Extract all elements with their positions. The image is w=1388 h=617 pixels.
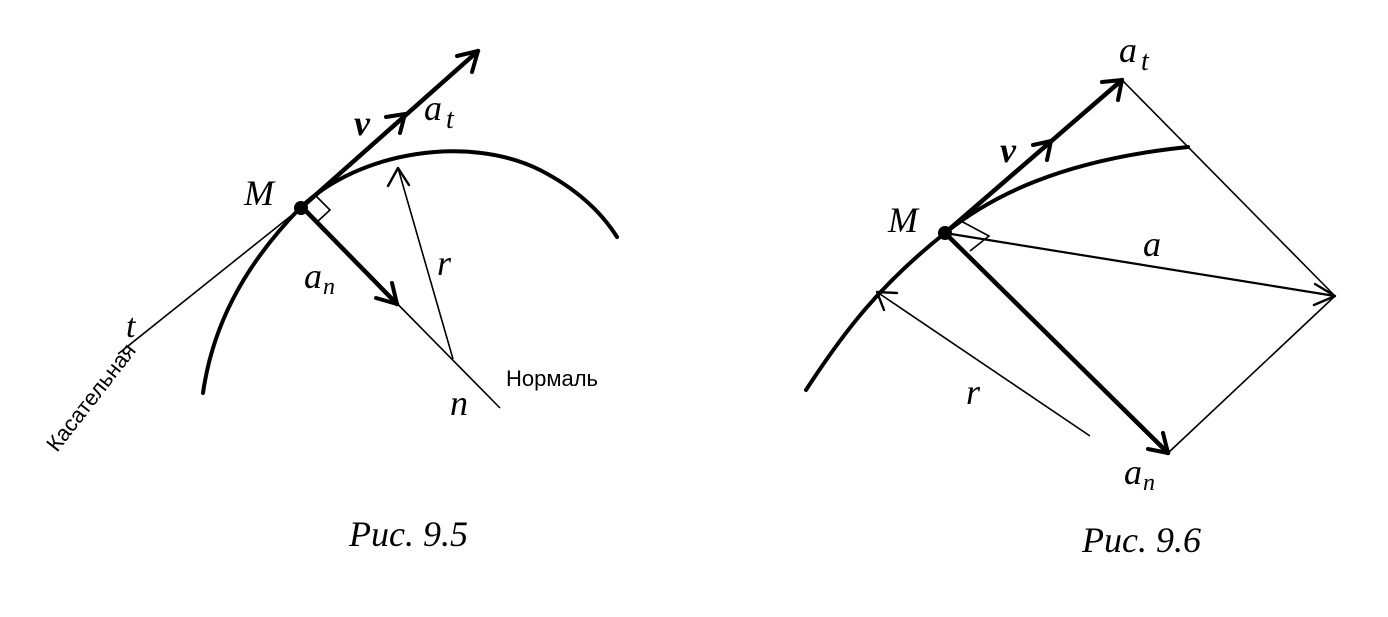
- tangential-arrowhead: [455, 49, 480, 74]
- caption-9-5: Рис. 9.5: [348, 514, 468, 554]
- caption-9-6: Рис. 9.6: [1081, 520, 1201, 560]
- label-radius-2: r: [966, 372, 981, 412]
- tangential-arrowhead-2: [1100, 78, 1124, 102]
- normal-acceleration-vector: [299, 204, 400, 307]
- radius-arrowhead-2: [875, 290, 899, 312]
- normal-acceleration-arrowhead-2: [1146, 431, 1170, 455]
- normal-acceleration-vector-2: [942, 230, 1171, 456]
- label-tangent: Касательная: [41, 338, 141, 456]
- label-n: n: [450, 383, 468, 423]
- right-angle-marker: [315, 195, 332, 223]
- trajectory-curve: [201, 149, 619, 395]
- right-angle-marker-2: [958, 219, 991, 252]
- total-acceleration-vector: [943, 231, 1337, 298]
- tangent-line: [117, 206, 303, 355]
- label-m-2: M: [887, 200, 920, 240]
- parallelogram-side-bottom: [1167, 295, 1336, 454]
- radius-line: [397, 167, 454, 360]
- trajectory-curve-2: [804, 145, 1190, 392]
- point-m: [294, 201, 308, 215]
- velocity-arrowhead: [384, 112, 407, 135]
- tangential-vector: [299, 48, 481, 210]
- label-velocity: v: [354, 103, 371, 143]
- normal-acceleration-arrowhead: [374, 281, 399, 306]
- label-normal-acceleration-2: an: [1124, 452, 1155, 496]
- velocity-arrowhead-2: [1031, 139, 1053, 162]
- label-m: M: [243, 173, 276, 213]
- tangential-vector-2: [942, 77, 1125, 236]
- label-t: t: [126, 308, 137, 345]
- label-radius: r: [437, 243, 452, 283]
- label-normal: Нормаль: [506, 366, 598, 391]
- label-velocity-2: v: [1000, 130, 1017, 170]
- label-normal-acceleration: an: [304, 256, 335, 300]
- radius-line-2: [876, 291, 1091, 437]
- label-total-acceleration: a: [1143, 224, 1161, 264]
- total-acceleration-arrowhead: [1312, 282, 1337, 307]
- point-m-2: [938, 226, 952, 240]
- parallelogram-side-top: [1121, 79, 1336, 297]
- radius-arrowhead: [386, 166, 411, 188]
